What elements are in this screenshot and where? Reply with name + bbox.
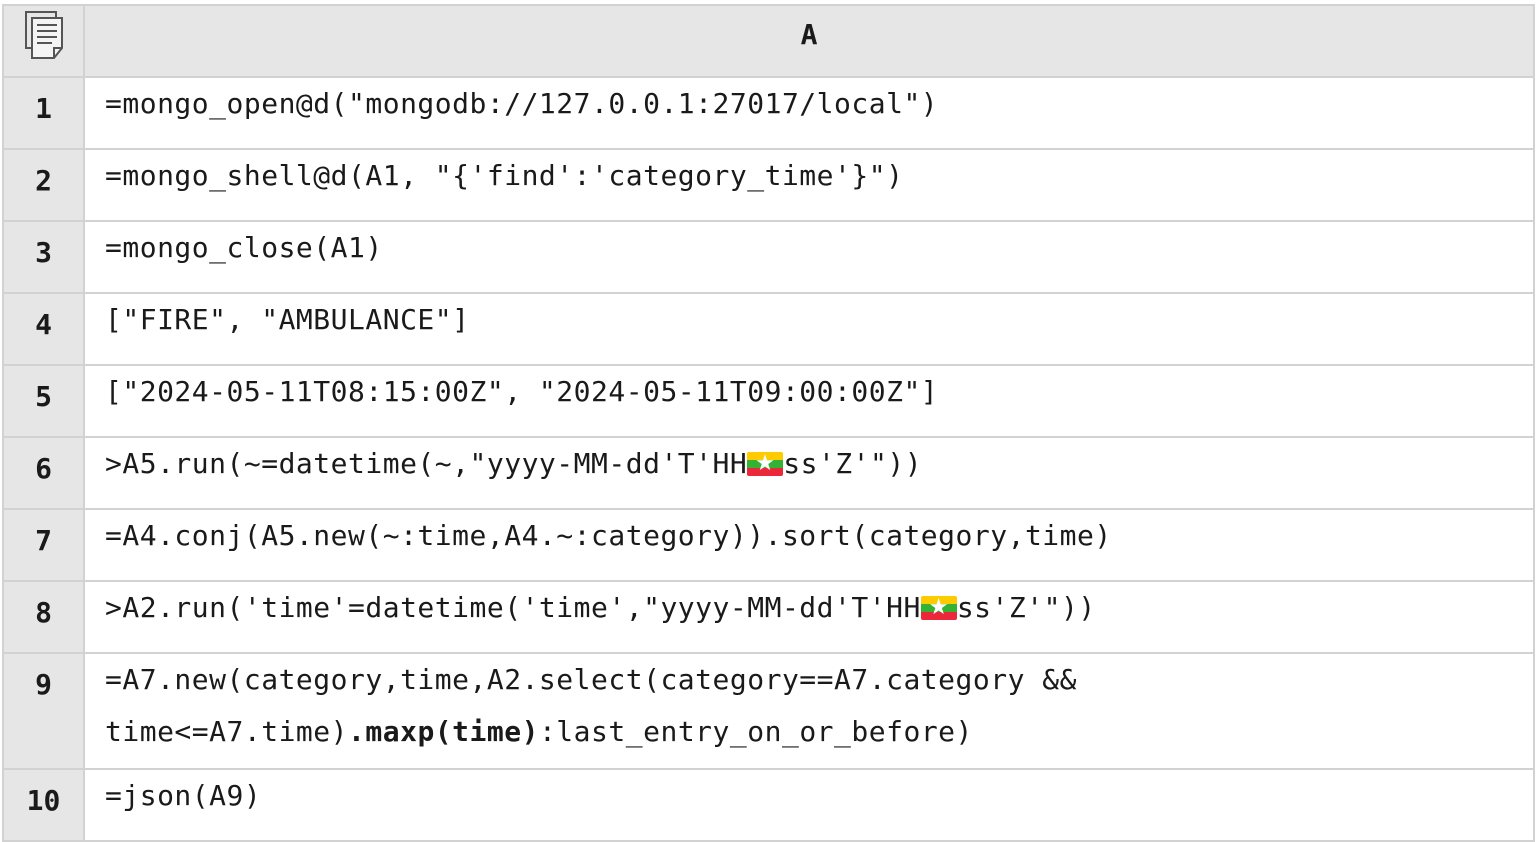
table-row: 7 =A4.conj(A5.new(~:time,A4.~:category))… xyxy=(2,508,1535,582)
cell-a9[interactable]: =A7.new(category,time,A2.select(category… xyxy=(83,652,1535,770)
table-row: 8 >A2.run('time'=datetime('time',"yyyy-M… xyxy=(2,580,1535,654)
cell-a4[interactable]: ["FIRE", "AMBULANCE"] xyxy=(83,292,1535,366)
cell-a6[interactable]: >A5.run(~=datetime(~,"yyyy-MM-dd'T'HH★ss… xyxy=(83,436,1535,510)
row-header[interactable]: 1 xyxy=(2,76,85,150)
table-row: 1 =mongo_open@d("mongodb://127.0.0.1:270… xyxy=(2,76,1535,150)
table-row: 5 ["2024-05-11T08:15:00Z", "2024-05-11T0… xyxy=(2,364,1535,438)
column-header-a[interactable]: A xyxy=(83,4,1535,78)
code-text: ss'Z'")) xyxy=(783,447,923,480)
table-row: 2 =mongo_shell@d(A1, "{'find':'category_… xyxy=(2,148,1535,222)
row-header[interactable]: 8 xyxy=(2,580,85,654)
row-header[interactable]: 3 xyxy=(2,220,85,294)
code-text-bold: .maxp(time) xyxy=(348,715,539,748)
code-text: =A7.new(category,time,A2.select(category… xyxy=(105,663,1078,696)
cell-a7[interactable]: =A4.conj(A5.new(~:time,A4.~:category)).s… xyxy=(83,508,1535,582)
row-header[interactable]: 6 xyxy=(2,436,85,510)
cell-a3[interactable]: =mongo_close(A1) xyxy=(83,220,1535,294)
table-row: 10 =json(A9) xyxy=(2,768,1535,842)
code-text: ss'Z'")) xyxy=(956,591,1096,624)
table-row: 3 =mongo_close(A1) xyxy=(2,220,1535,294)
table-row: 4 ["FIRE", "AMBULANCE"] xyxy=(2,292,1535,366)
row-header[interactable]: 5 xyxy=(2,364,85,438)
myanmar-flag-icon: ★ xyxy=(747,452,784,476)
table-row: 6 >A5.run(~=datetime(~,"yyyy-MM-dd'T'HH★… xyxy=(2,436,1535,510)
table-row: 9 =A7.new(category,time,A2.select(catego… xyxy=(2,652,1535,770)
code-text: >A2.run('time'=datetime('time',"yyyy-MM-… xyxy=(105,591,921,624)
row-header[interactable]: 2 xyxy=(2,148,85,222)
document-list-icon xyxy=(25,11,63,59)
cell-a2[interactable]: =mongo_shell@d(A1, "{'find':'category_ti… xyxy=(83,148,1535,222)
cell-a8[interactable]: >A2.run('time'=datetime('time',"yyyy-MM-… xyxy=(83,580,1535,654)
header-row: A xyxy=(2,4,1535,78)
code-text: :last_entry_on_or_before) xyxy=(538,715,973,748)
select-all-corner[interactable] xyxy=(2,4,85,78)
row-header[interactable]: 7 xyxy=(2,508,85,582)
row-header[interactable]: 9 xyxy=(2,652,85,770)
myanmar-flag-icon: ★ xyxy=(920,596,957,620)
code-text: time<=A7.time) xyxy=(105,715,349,748)
cell-a10[interactable]: =json(A9) xyxy=(83,768,1535,842)
row-header[interactable]: 4 xyxy=(2,292,85,366)
cell-a5[interactable]: ["2024-05-11T08:15:00Z", "2024-05-11T09:… xyxy=(83,364,1535,438)
row-header[interactable]: 10 xyxy=(2,768,85,842)
spreadsheet-grid: A 1 =mongo_open@d("mongodb://127.0.0.1:2… xyxy=(2,4,1535,842)
code-text: >A5.run(~=datetime(~,"yyyy-MM-dd'T'HH xyxy=(105,447,748,480)
cell-a1[interactable]: =mongo_open@d("mongodb://127.0.0.1:27017… xyxy=(83,76,1535,150)
